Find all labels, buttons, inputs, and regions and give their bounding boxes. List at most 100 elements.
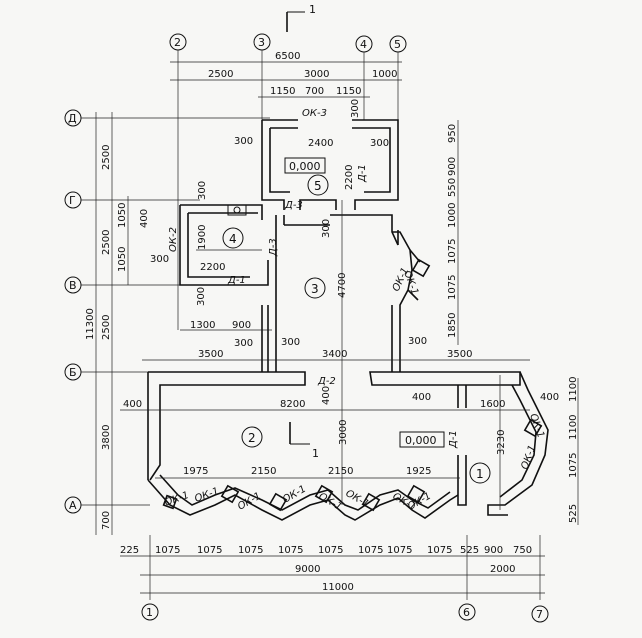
bay-window-posts	[162, 258, 543, 512]
dim-bottom-1: 225	[120, 545, 139, 556]
label-d3-vert: Д-3	[268, 238, 279, 257]
dim-300-a: 300	[234, 136, 253, 147]
dim-right-1: 950	[447, 124, 458, 143]
dim-right-6: 1075	[447, 275, 458, 300]
label-ok1-right-a: ОК-1	[519, 444, 538, 471]
mid-dimension-rows: 3500 3400 3500 400 8200 400 1600 400 197…	[123, 349, 559, 477]
dim-300-h: 300	[234, 338, 253, 349]
dim-win-4: 1925	[406, 466, 431, 477]
dim-win-2: 2150	[251, 466, 276, 477]
axis-bubbles-left: Д Г В Б А	[64, 109, 270, 514]
dim-left-1: 2500	[101, 145, 112, 170]
elevation-room-2: 0,000	[405, 434, 437, 447]
section-mark-top: 1	[286, 3, 316, 32]
room-1-number: 1	[476, 467, 484, 481]
dim-left-inner-2: 1050	[117, 247, 128, 272]
dim-right-5: 1075	[447, 239, 458, 264]
section-mark-mid: 1	[289, 422, 319, 460]
dim-right-lower-4: 525	[568, 504, 579, 523]
dim-bottom-8: 1075	[387, 545, 412, 556]
dim-mid2-1: 400	[123, 399, 142, 410]
room-2-number: 2	[248, 431, 256, 445]
room-markers: 1 2 3 4 5	[222, 174, 491, 484]
dim-right-4: 1000	[447, 203, 458, 228]
axis-label-7: 7	[536, 608, 543, 621]
dim-400-vert: 400	[321, 386, 332, 405]
dim-3000-vert: 3000	[338, 420, 349, 445]
dim-right-lower-1: 1100	[568, 377, 579, 402]
dim-bottom-7: 1075	[358, 545, 383, 556]
axis-label-3: 3	[258, 36, 265, 49]
dim-300-c: 300	[350, 99, 361, 118]
dim-bottom-11: 900	[484, 545, 503, 556]
label-ok2: ОК-2	[168, 227, 179, 252]
dim-bottom-total-3: 11000	[322, 582, 354, 593]
elevation-marks: 0,000 0,000	[284, 157, 445, 448]
dim-mid2-2: 8200	[280, 399, 305, 410]
dim-1900: 1900	[197, 225, 208, 250]
axis-label-2: 2	[174, 36, 181, 49]
dim-bottom-9: 1075	[427, 545, 452, 556]
dim-bottom-10: 525	[460, 545, 479, 556]
dim-left-3: 2500	[101, 315, 112, 340]
axis-label-G: Г	[69, 194, 76, 207]
dim-top-inner-3: 1150	[336, 86, 361, 97]
dim-mid2-3: 400	[412, 392, 431, 403]
axis-label-5: 5	[394, 38, 401, 51]
room-5-number: 5	[314, 179, 322, 193]
dim-2200: 2200	[200, 262, 225, 273]
axis-label-D: Д	[68, 112, 77, 125]
dim-2200-vert: 2200	[344, 165, 355, 190]
walls	[147, 119, 549, 521]
label-ok1-bay-4: ОК-1	[281, 484, 308, 506]
dim-mid-1: 3500	[198, 349, 223, 360]
dim-right-3: 550	[447, 178, 458, 197]
dim-300-e: 300	[150, 254, 169, 265]
dim-400-left: 400	[139, 209, 150, 228]
axis-bubbles-top: 2 3 4 5	[169, 33, 407, 330]
dim-3230: 3230	[496, 430, 507, 455]
dim-900: 900	[232, 320, 251, 331]
bottom-dimensions: 225 1075 1075 1075 1075 1075 1075 1075 1…	[120, 535, 545, 600]
top-dimensions: 6500 2500 3000 1000 1150 700 1150	[170, 51, 402, 98]
dim-top-inner-1: 1150	[270, 86, 295, 97]
dim-left-inner-1: 1050	[117, 203, 128, 228]
dim-left-total: 11300	[85, 308, 96, 340]
dim-bottom-4: 1075	[238, 545, 263, 556]
label-d1-top: Д-1	[357, 164, 368, 183]
label-d2: Д-2	[317, 376, 336, 387]
axis-label-B: Б	[69, 366, 77, 379]
left-dimensions: 11300 2500 2500 2500 3800 700 1050 1050	[85, 112, 129, 535]
label-d1-right: Д-1	[448, 430, 459, 449]
axis-label-V: В	[69, 279, 77, 292]
dim-300-d: 300	[197, 181, 208, 200]
axis-bubbles-bottom: 1 6 7	[141, 603, 549, 623]
dim-bottom-6: 1075	[318, 545, 343, 556]
axis-label-4: 4	[360, 38, 367, 51]
dim-top-2: 3000	[304, 69, 329, 80]
dim-300-j: 300	[408, 336, 427, 347]
dim-4700: 4700	[337, 273, 348, 298]
dim-mid2-5: 400	[540, 392, 559, 403]
label-ok1-right-b: ОК-1	[527, 412, 546, 439]
axis-label-A: А	[69, 499, 77, 512]
dim-2400: 2400	[308, 138, 333, 149]
internal-dimension-lines	[120, 200, 530, 510]
label-d1-left: Д-1	[227, 275, 246, 286]
dim-right-lower-2: 1100	[568, 415, 579, 440]
right-dimensions: 950 900 550 1000 1075 1075 1850 1100 110…	[447, 120, 579, 525]
axis-label-6: 6	[463, 606, 470, 619]
dim-top-inner-2: 700	[305, 86, 324, 97]
dim-left-4: 3800	[101, 425, 112, 450]
dim-bottom-5: 1075	[278, 545, 303, 556]
room5-fixtures	[227, 204, 247, 216]
label-ok3: ОК-3	[302, 108, 327, 119]
label-ok1-bay-8: ОК-1	[406, 491, 433, 513]
misc-dimension-texts: 300 300 2400 2200 300 300 1900 400 300 2…	[139, 99, 507, 455]
dim-bottom-total-1: 9000	[295, 564, 320, 575]
dim-right-lower-3: 1075	[568, 453, 579, 478]
dim-mid2-4: 1600	[480, 399, 505, 410]
dim-win-3: 2150	[328, 466, 353, 477]
